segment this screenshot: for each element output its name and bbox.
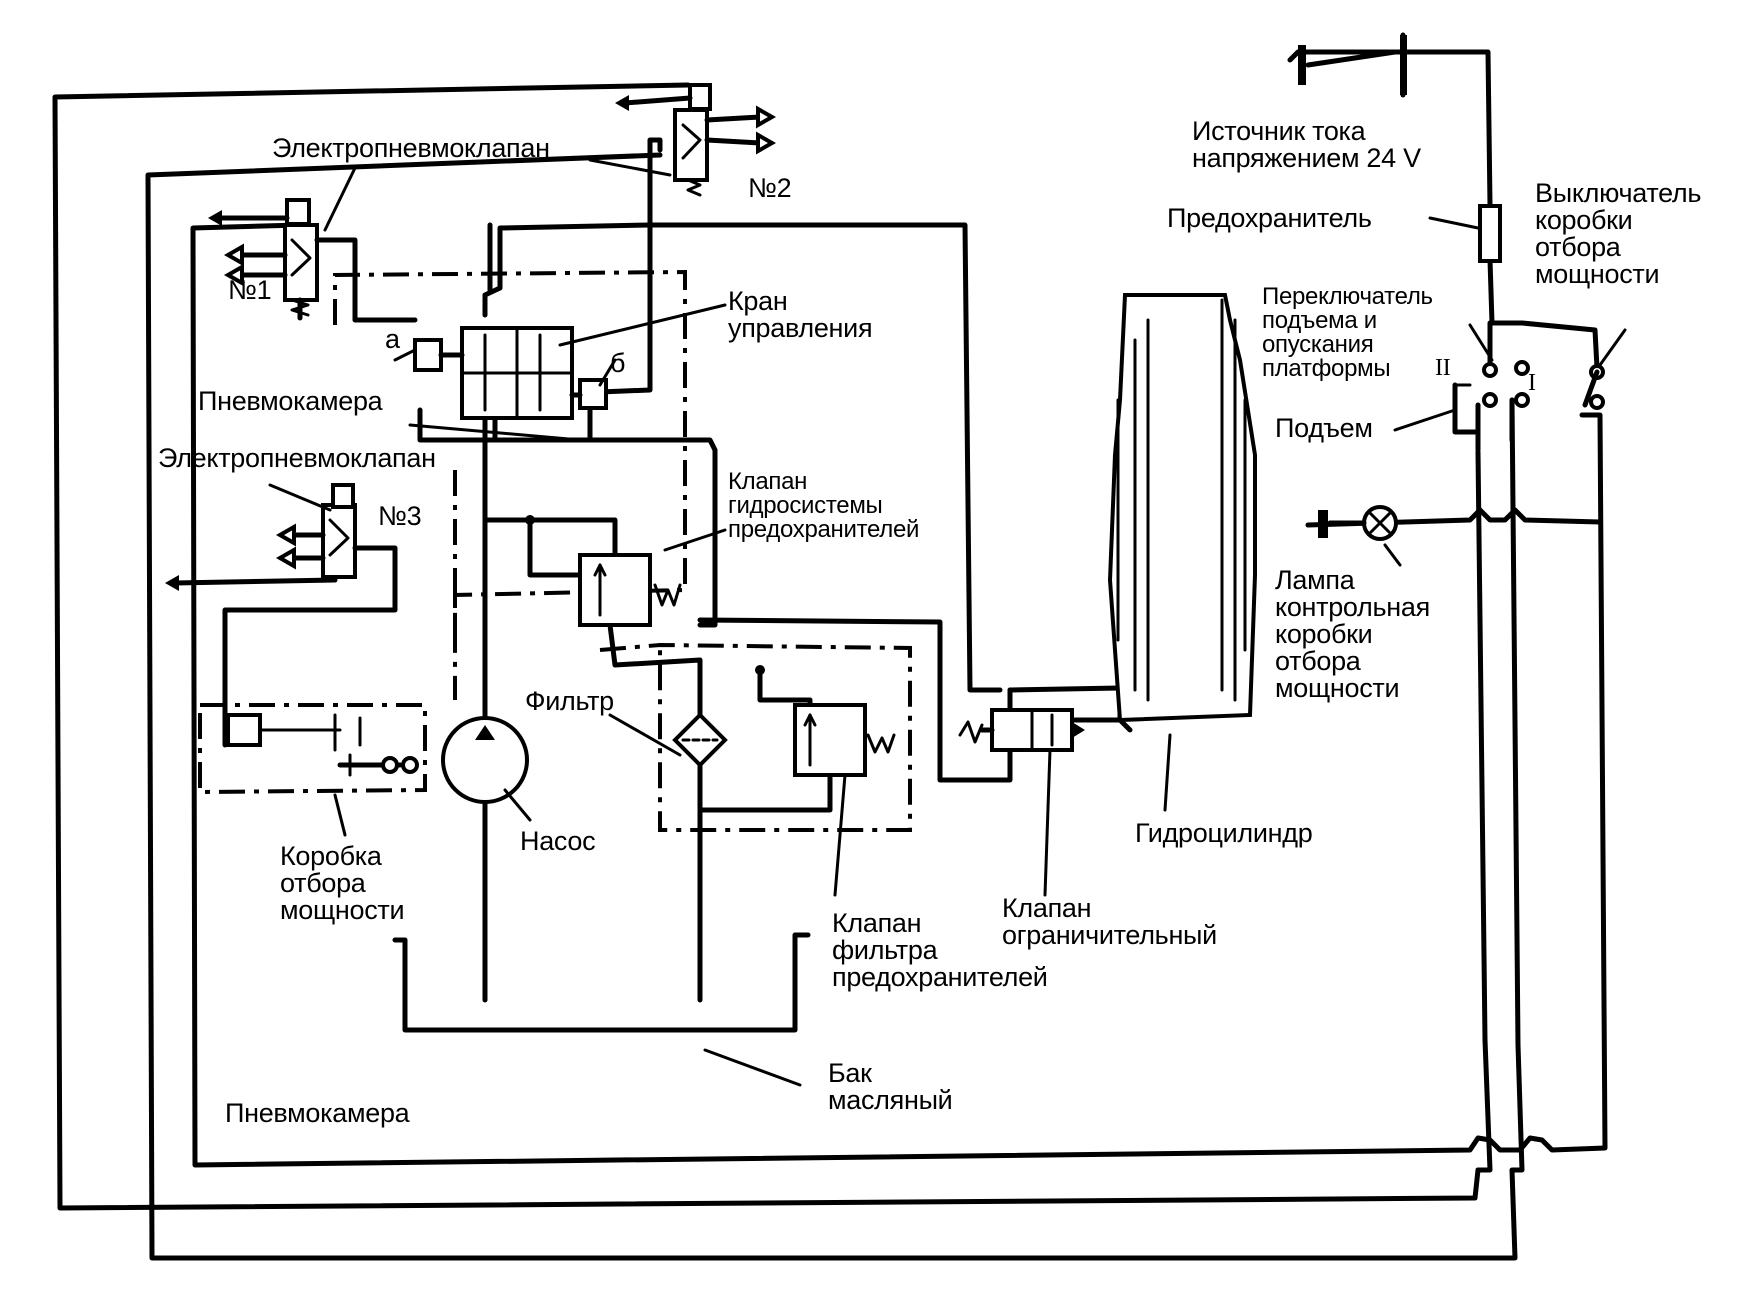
label-pto-line: мощности (280, 895, 405, 925)
dashed-enclosures (198, 269, 912, 832)
label-lift-switch-line: платформы (1262, 355, 1391, 382)
label-oil-tank-line: Бак (828, 1058, 872, 1088)
label-roman-1: I (1528, 370, 1536, 396)
label-hydro-relief-line: гидросистемы (728, 492, 883, 519)
label-lift-switch-line: опускания (1262, 331, 1374, 358)
lamp-symbol (1318, 505, 1398, 541)
valve-3-symbol (165, 483, 398, 748)
control-valve-symbol (413, 326, 608, 420)
label-power-source: Источник тока напряжением 24 V (1192, 118, 1421, 172)
label-roman-2: II (1435, 355, 1451, 381)
label-no3: №3 (378, 501, 422, 531)
label-lift-switch-line: Переключатель (1262, 283, 1433, 310)
label-b: б (610, 348, 626, 378)
limit-valve-symbol (958, 708, 1085, 752)
label-control-lamp: Лампа контрольная коробки отбора мощност… (1275, 567, 1430, 702)
label-filter: Фильтр (525, 686, 614, 716)
relief-valve-symbol (525, 515, 682, 627)
label-hydraulic-cylinder: Гидроцилиндр (1135, 818, 1313, 848)
label-no2: №2 (748, 173, 792, 203)
pump-symbol (441, 716, 529, 804)
label-control-valve-line: Кран (728, 286, 788, 316)
label-power-source-line: Источник тока (1192, 116, 1366, 146)
oil-tank-symbol (392, 932, 811, 1033)
label-fuse: Предохранитель (1167, 203, 1372, 233)
label-power-source-line: напряжением 24 V (1192, 143, 1421, 173)
label-lamp-line: контрольная (1275, 592, 1430, 622)
label-filter-valve-line: Клапан (832, 908, 922, 938)
label-limit-valve-line: Клапан (1002, 893, 1092, 923)
label-lift-switch: Переключатель подъема и опускания платфо… (1262, 285, 1433, 381)
label-pto-switch-line: мощности (1535, 259, 1660, 289)
power-source-symbol (1287, 32, 1407, 98)
pto-symbol (226, 713, 419, 777)
label-no1: №1 (228, 275, 272, 305)
label-lamp-line: Лампа (1275, 565, 1355, 595)
electrical-wires (52, 49, 1608, 1261)
label-oil-tank: Бак масляный (828, 1058, 953, 1115)
label-hydro-relief-line: Клапан (728, 468, 808, 495)
valve-2-symbol (615, 83, 777, 197)
label-electropneumovalve-3: Электропневмоклапан (158, 443, 436, 473)
label-pneumochamber-top: Пневмокамера (198, 386, 383, 416)
label-control-valve-line: управления (728, 313, 873, 343)
filter-symbol (672, 712, 728, 768)
label-lift-switch-line: подъема и (1262, 307, 1377, 334)
label-pneumochamber-bottom: Пневмокамера (225, 1098, 410, 1128)
label-pto-box: Коробка отбора мощности (280, 841, 405, 925)
label-pto-line: Коробка (280, 841, 382, 871)
label-lamp-line: коробки (1275, 619, 1373, 649)
pneumatic-lines (314, 137, 1003, 693)
label-a: а (385, 324, 400, 354)
label-limit-valve: Клапан ограничительный (1002, 895, 1217, 949)
label-pto-switch: Выключатель коробки отбора мощности (1535, 180, 1701, 288)
label-pump: Насос (520, 826, 596, 856)
label-oil-tank-line: масляный (828, 1085, 953, 1115)
label-lift: Подъем (1275, 413, 1373, 443)
label-pto-switch-line: отбора (1535, 232, 1621, 262)
label-pto-line: отбора (280, 868, 366, 898)
label-hydro-relief-valve: Клапан гидросистемы предохранителей (728, 470, 919, 542)
valve-1-symbol (208, 198, 319, 321)
hydraulic-cylinder-symbol (1107, 293, 1257, 723)
switch-symbols (1452, 360, 1605, 453)
label-hydro-relief-line: предохранителей (728, 516, 920, 543)
label-lamp-line: мощности (1275, 673, 1400, 703)
label-electropneumovalve-1: Электропневмоклапан (272, 133, 550, 163)
label-pto-switch-line: Выключатель (1535, 178, 1702, 208)
fuse-symbol (1478, 204, 1502, 263)
label-lamp-line: отбора (1275, 646, 1361, 676)
label-control-valve: Кран управления (728, 286, 873, 343)
label-pto-switch-line: коробки (1535, 205, 1633, 235)
label-limit-valve-line: ограничительный (1002, 920, 1217, 950)
label-filter-valve: Клапан фильтра предохранителей (832, 910, 1048, 991)
filter-valve-symbol (755, 665, 896, 777)
leader-lines (268, 158, 1627, 1087)
label-filter-valve-line: предохранителей (832, 962, 1048, 992)
label-filter-valve-line: фильтра (832, 935, 938, 965)
